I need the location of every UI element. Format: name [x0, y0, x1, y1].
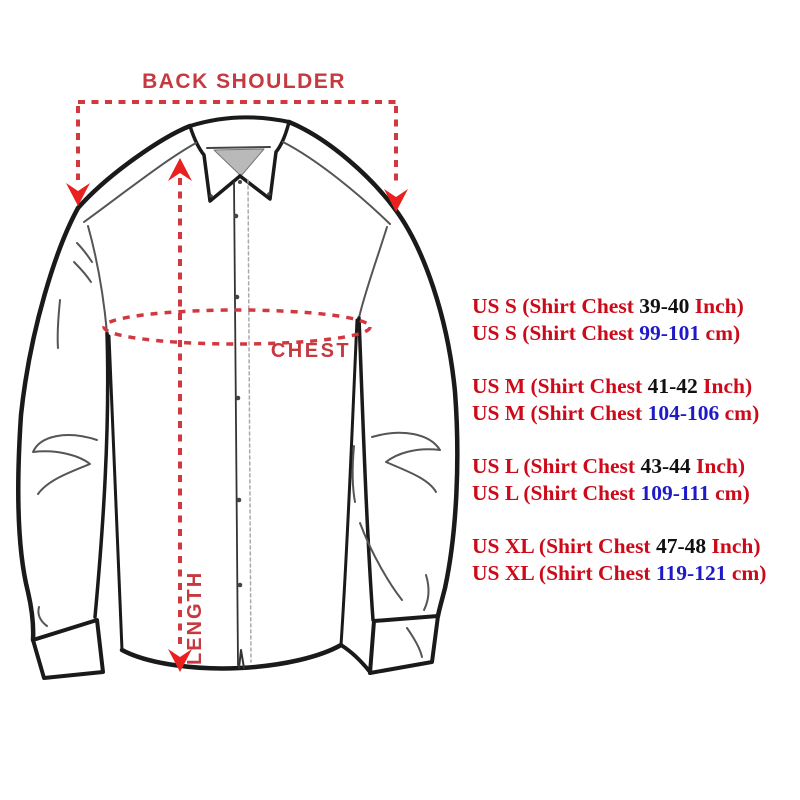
back-shoulder-label: BACK SHOULDER	[142, 70, 346, 93]
size-line-inch: US L (Shirt Chest 43-44 Inch)	[472, 454, 745, 478]
left-shoulder	[75, 123, 193, 211]
hem	[119, 642, 344, 671]
measurement-annotations: BACK SHOULDER CHEST LENGTH	[66, 70, 408, 672]
size-line-inch: US S (Shirt Chest 39-40 Inch)	[472, 294, 744, 318]
buttons	[209, 180, 271, 588]
right-sleeve-outer	[392, 206, 460, 619]
right-cuff	[368, 614, 440, 675]
left-cuff	[31, 618, 105, 680]
arrow-down-icon	[66, 183, 90, 206]
size-group-l: US L (Shirt Chest 43-44 Inch) US L (Shir…	[472, 453, 766, 507]
measurement-labels: BACK SHOULDER CHEST LENGTH	[142, 70, 351, 665]
hem-notch	[238, 649, 245, 669]
button-placket	[233, 179, 252, 666]
dimension-dashed-lines	[76, 100, 398, 646]
size-group-s: US S (Shirt Chest 39-40 Inch) US S (Shir…	[472, 293, 766, 347]
size-chart-text: US S (Shirt Chest 39-40 Inch) US S (Shir…	[472, 293, 766, 613]
size-line-cm: US L (Shirt Chest 109-111 cm)	[472, 481, 750, 505]
size-line-cm: US S (Shirt Chest 99-101 cm)	[472, 321, 741, 345]
right-sleeve-inner	[357, 316, 375, 622]
size-group-xl: US XL (Shirt Chest 47-48 Inch) US XL (Sh…	[472, 533, 766, 587]
left-sleeve-inner	[93, 331, 110, 619]
arrow-down-icon	[384, 189, 408, 212]
size-line-cm: US M (Shirt Chest 104-106 cm)	[472, 401, 760, 425]
size-line-inch: US M (Shirt Chest 41-42 Inch)	[472, 374, 753, 398]
wrinkle-lines	[32, 242, 441, 658]
left-body-seam	[107, 334, 124, 652]
shirt-drawing	[16, 115, 460, 680]
right-shoulder	[286, 119, 398, 212]
right-body-seam	[339, 318, 359, 647]
chest-label: CHEST	[271, 340, 351, 362]
collar-shade	[213, 148, 265, 177]
size-line-cm: US XL (Shirt Chest 119-121 cm)	[472, 561, 767, 585]
length-label: LENGTH	[184, 571, 206, 665]
chest-dimension-ellipse	[102, 308, 372, 346]
size-line-inch: US XL (Shirt Chest 47-48 Inch)	[472, 534, 761, 558]
left-sleeve-outer	[16, 205, 81, 643]
collar	[188, 115, 291, 203]
seam-lines	[83, 141, 391, 334]
size-group-m: US M (Shirt Chest 41-42 Inch) US M (Shir…	[472, 373, 766, 427]
arrow-up-icon	[168, 158, 192, 181]
dimension-arrows	[66, 158, 408, 672]
arrow-down-icon	[168, 649, 192, 672]
